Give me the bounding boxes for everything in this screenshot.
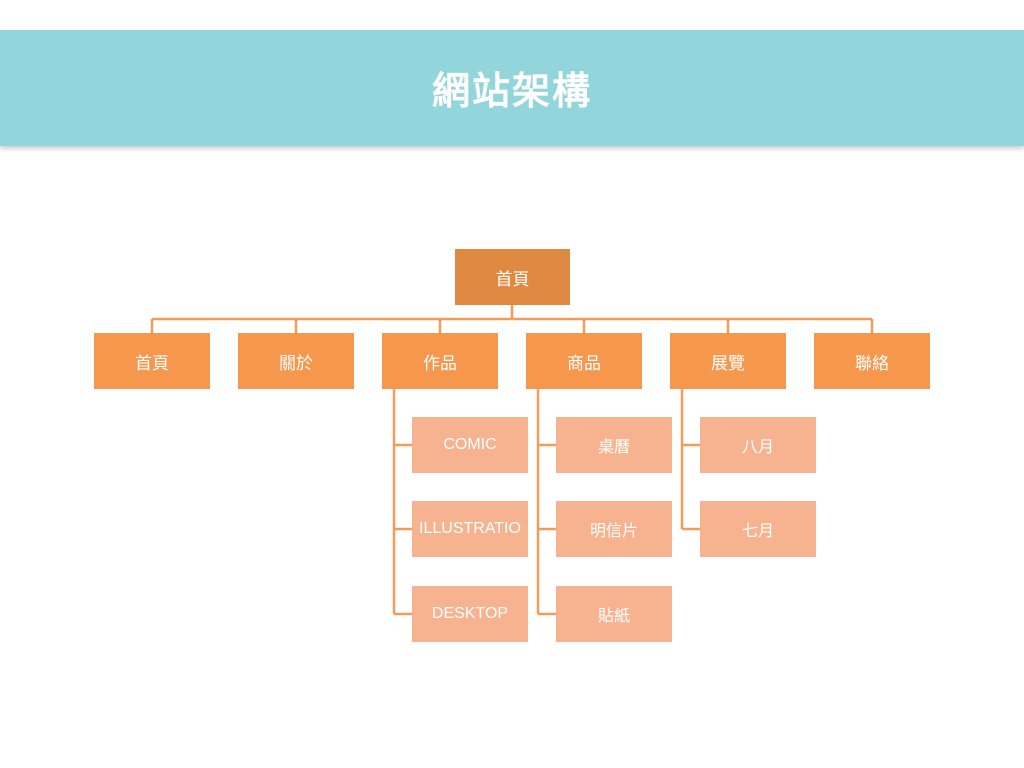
node-section-home[interactable]: 首頁 (94, 333, 210, 389)
node-products-calendar[interactable]: 桌曆 (556, 417, 672, 473)
node-exhibition-july[interactable]: 七月 (700, 501, 816, 557)
node-section-about[interactable]: 關於 (238, 333, 354, 389)
node-section-works[interactable]: 作品 (382, 333, 498, 389)
node-root-home[interactable]: 首頁 (455, 249, 570, 305)
node-products-postcard[interactable]: 明信片 (556, 501, 672, 557)
node-works-comic[interactable]: COMIC (412, 417, 528, 473)
node-products-sticker[interactable]: 貼紙 (556, 586, 672, 642)
page-title: 網站架構 (431, 68, 592, 113)
title-banner: 網站架構 (0, 30, 1024, 146)
node-section-exhibition[interactable]: 展覽 (670, 333, 786, 389)
node-section-products[interactable]: 商品 (526, 333, 642, 389)
node-section-contact[interactable]: 聯絡 (814, 333, 930, 389)
node-exhibition-august[interactable]: 八月 (700, 417, 816, 473)
node-works-desktop[interactable]: DESKTOP (412, 586, 528, 642)
node-works-illustration[interactable]: ILLUSTRATIO (412, 501, 528, 557)
